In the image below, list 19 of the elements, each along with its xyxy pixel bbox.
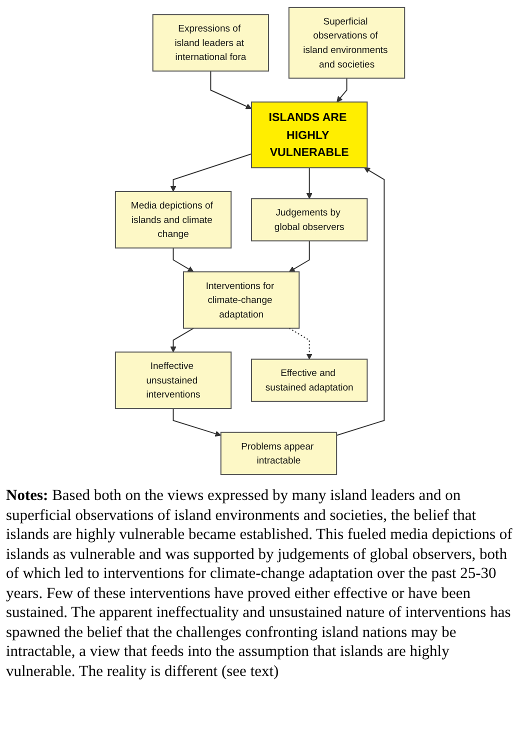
node-box: Ineffective unsustained interventions xyxy=(114,352,232,410)
arrow xyxy=(170,328,194,352)
arrow xyxy=(210,71,252,110)
node-box: Effective and sustained adaptation xyxy=(250,358,368,402)
node-box: Judgements by global observers xyxy=(250,198,368,242)
node-box: Interventions for climate-change adaptation xyxy=(182,271,300,329)
arrow xyxy=(172,248,194,272)
arrow xyxy=(172,408,222,437)
node-box: Media depictions of islands and climate change xyxy=(114,191,232,248)
arrow xyxy=(288,240,310,272)
arrow xyxy=(170,153,252,192)
node-box: ISLANDS ARE HIGHLY VULNERABLE xyxy=(250,102,368,168)
arrow xyxy=(336,78,348,102)
notes-text: Notes: Based both on the views expressed by many island leaders and on superficial observations of island environments and societies, the belief that islands are highly vulnerable became established. This fueled media depictions of islands as vulnerable and was supported by judgements of global observers, both of which led to interventions for climate-change adaptation over the past 25-30 years. Few of these interventions have proved either effective or have been sustained. The apparent ineffectuality and unsustained nature of interventions has spawned the belief that the challenges confronting island nations may be intractable, a view that feeds into the assumption that islands are highly vulnerable. The reality is different (see text) xyxy=(6,486,514,681)
node-box: Superficial observations of island environments and societies xyxy=(288,6,406,79)
arrow xyxy=(306,168,312,199)
node-box: Problems appear intractable xyxy=(220,432,338,476)
node-box: Expressions of island leaders at international fora xyxy=(152,14,270,72)
arrow xyxy=(336,167,385,436)
